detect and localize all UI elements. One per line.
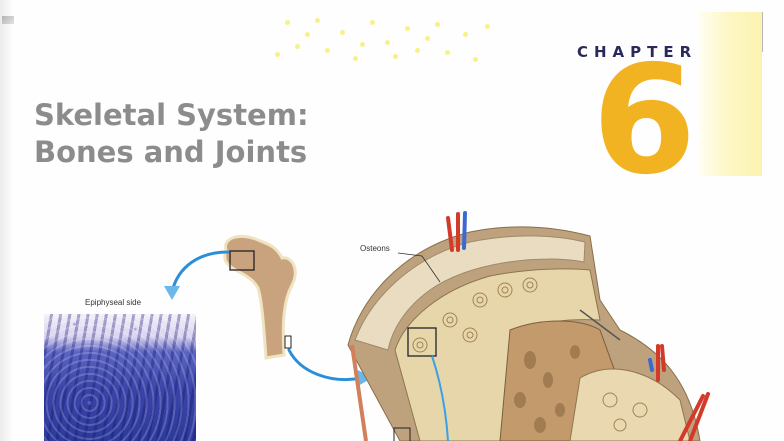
epiphyseal-micrograph xyxy=(44,314,196,441)
arrow-head-icon xyxy=(358,370,372,386)
chapter-title: Skeletal System: Bones and Joints xyxy=(34,97,309,171)
page-gutter-shadow xyxy=(0,0,14,441)
chapter-title-line-1: Skeletal System: xyxy=(34,98,309,132)
femur-drawing xyxy=(223,234,297,360)
micrograph-label: Epiphyseal side xyxy=(85,298,142,307)
osteons-callout-label: Osteons xyxy=(360,244,390,253)
chapter-title-line-2: Bones and Joints xyxy=(34,135,308,169)
arrow-icon xyxy=(170,250,364,382)
chapter-number: 6 xyxy=(592,34,696,208)
bone-cross-section xyxy=(347,226,701,441)
blood-vessel-drawing xyxy=(446,211,710,441)
band-edge-line xyxy=(762,12,763,52)
scan-corner-mark xyxy=(2,16,14,24)
chapter-color-band xyxy=(700,12,762,176)
decorative-dot-pattern xyxy=(265,12,495,64)
chapter-label: CHAPTER xyxy=(577,43,698,61)
osteons-leader-line xyxy=(397,252,441,283)
arrow-head-icon xyxy=(164,286,180,300)
